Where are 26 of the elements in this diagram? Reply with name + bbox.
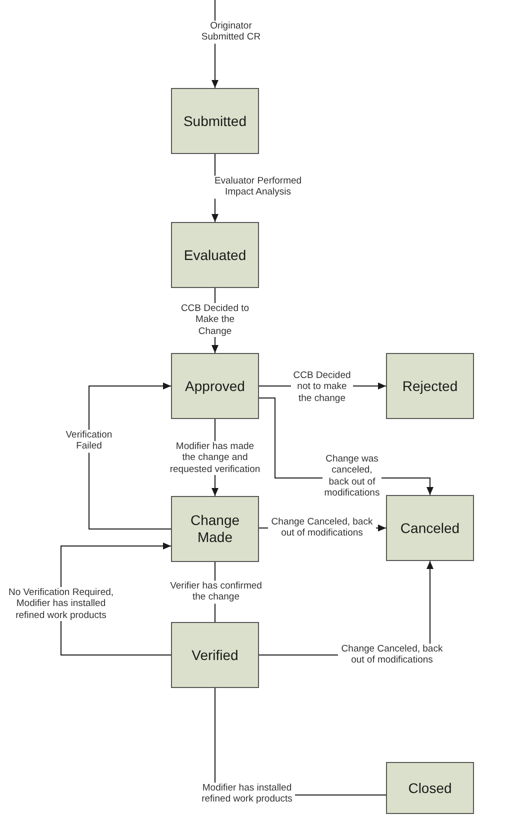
- state-box: [386, 495, 474, 561]
- state-name: Approved: [185, 378, 245, 394]
- state-box: [171, 222, 259, 288]
- edge-label: CCB Decided to Make the Change: [179, 303, 251, 337]
- state-box: [171, 353, 259, 419]
- state-name: Canceled: [400, 520, 460, 536]
- state-box: [171, 496, 259, 562]
- state-name: Change Made: [189, 512, 241, 546]
- state-name: Verified: [192, 646, 238, 664]
- state-box: [171, 88, 259, 154]
- state-box: [171, 622, 259, 688]
- edge-label: Modifier has made the change and requested verification: [170, 441, 260, 475]
- edge-label: CCB Decided not to make the change: [291, 370, 353, 404]
- state-name: Evaluated: [184, 246, 246, 264]
- state-name: Rejected: [402, 378, 458, 394]
- arrow: [60, 542, 172, 656]
- edge-label: Verification Failed: [63, 430, 115, 452]
- state-box: [386, 762, 474, 814]
- edge-label: Change was canceled, back out of modifications: [322, 453, 382, 499]
- state-name: Submitted: [183, 112, 247, 130]
- edge-label: Modifier has installed refined work products: [199, 782, 295, 806]
- arrow: [88, 382, 172, 530]
- edge-label: Verifier has confirmed the change: [168, 580, 264, 604]
- state-box: [386, 353, 474, 419]
- edge-label: Originator Submitted CR: [200, 20, 262, 44]
- state-name: Closed: [408, 780, 452, 796]
